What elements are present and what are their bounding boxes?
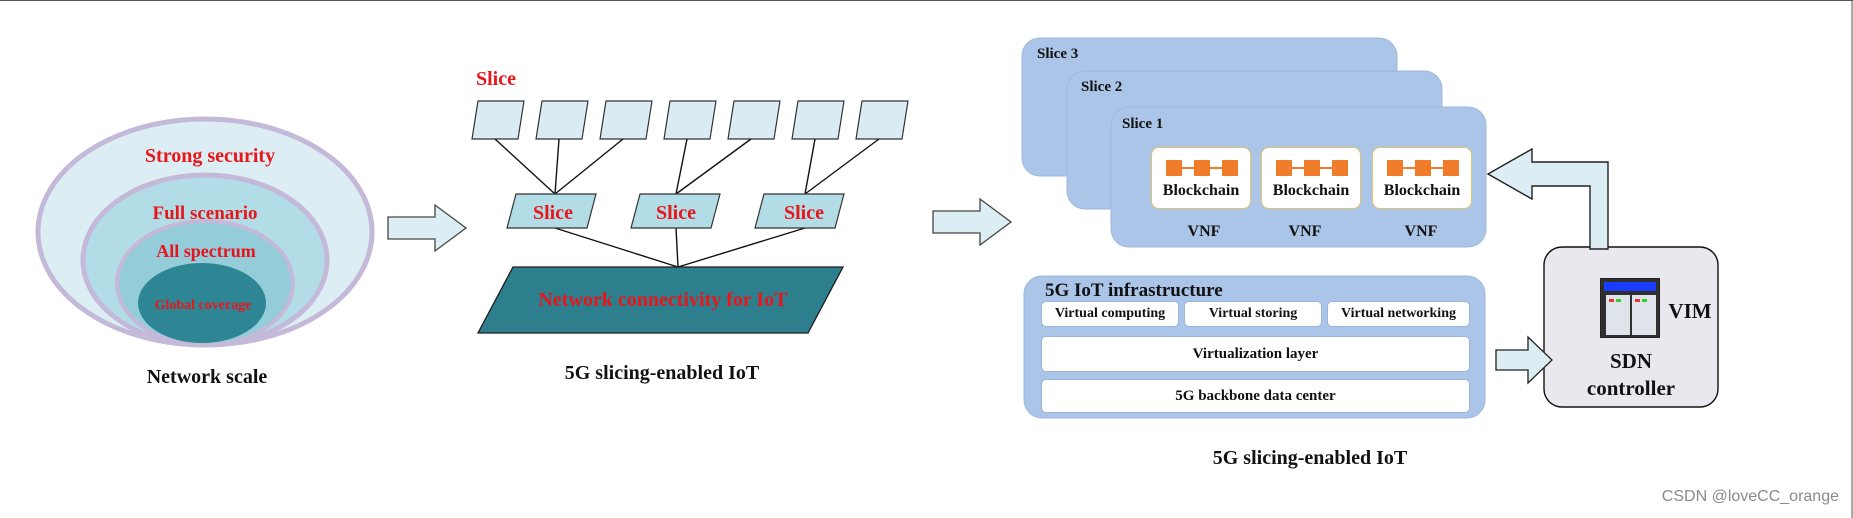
slice-1-title: Slice 1 <box>1122 116 1163 132</box>
vnf-label-2: VNF <box>1289 223 1322 240</box>
network-connectivity-plane <box>476 266 845 334</box>
caption-slicing-iot-1: 5G slicing-enabled IoT <box>565 362 760 384</box>
blockchain-label-1: Blockchain <box>1162 182 1240 199</box>
mid-slice-label-3: Slice <box>784 202 824 224</box>
blockchain-box-1: Blockchain <box>1151 147 1251 209</box>
backbone-data-center-box: 5G backbone data center <box>1041 379 1470 413</box>
watermark: CSDN @loveCC_orange <box>1661 488 1839 505</box>
arrow-right-1 <box>387 203 468 253</box>
blockchain-chain-icon <box>1387 160 1459 176</box>
mid-slice-label-2: Slice <box>656 202 696 224</box>
virtual-computing-box: Virtual computing <box>1041 301 1179 327</box>
caption-network-scale: Network scale <box>147 366 268 388</box>
top-slice-4 <box>663 100 717 140</box>
mid-slice-label-1: Slice <box>533 202 573 224</box>
ring-label-all-spectrum: All spectrum <box>156 241 255 261</box>
vnf-label-1: VNF <box>1188 223 1221 240</box>
top-slice-5 <box>727 100 781 140</box>
arrow-infra-to-sdn <box>1495 335 1553 385</box>
caption-slicing-iot-2: 5G slicing-enabled IoT <box>1213 447 1408 469</box>
virtual-networking-box: Virtual networking <box>1327 301 1470 327</box>
top-slice-row <box>471 100 909 140</box>
middle-slice-row: Slice Slice Slice <box>506 193 845 229</box>
blockchain-box-3: Blockchain <box>1372 147 1472 209</box>
blockchain-box-2: Blockchain <box>1261 147 1361 209</box>
network-connectivity-label: Network connectivity for IoT <box>538 289 788 311</box>
arrow-sdn-to-slice <box>1486 147 1609 250</box>
arrow-right-2 <box>932 197 1013 247</box>
server-icon <box>1600 278 1660 338</box>
sdn-label-line2: controller <box>1587 376 1675 400</box>
top-slice-3 <box>599 100 653 140</box>
ring-label-full-scenario: Full scenario <box>152 203 257 224</box>
infrastructure-title: 5G IoT infrastructure <box>1045 280 1223 301</box>
network-scale-rings: Strong security Full scenario All spectr… <box>35 116 375 348</box>
sdn-label-line1: SDN <box>1610 349 1652 373</box>
vim-label: VIM <box>1668 299 1711 323</box>
ring-label-strong-security: Strong security <box>145 145 275 167</box>
slice-3-title: Slice 3 <box>1037 46 1078 62</box>
top-slice-1 <box>471 100 525 140</box>
virtualization-layer-box: Virtualization layer <box>1041 336 1470 372</box>
mid-slice-2 <box>630 193 721 229</box>
mid-slice-3 <box>754 193 845 229</box>
ring-global-coverage <box>138 263 266 343</box>
vnf-label-3: VNF <box>1405 223 1438 240</box>
blockchain-label-2: Blockchain <box>1272 182 1350 199</box>
slice-connectors <box>494 138 880 268</box>
blockchain-label-3: Blockchain <box>1383 182 1461 199</box>
top-slice-6 <box>791 100 845 140</box>
mid-slice-1 <box>506 193 597 229</box>
ring-label-global-coverage: Global coverage <box>155 298 252 313</box>
virtual-storing-box: Virtual storing <box>1184 301 1322 327</box>
blockchain-chain-icon <box>1276 160 1348 176</box>
top-slice-7 <box>855 100 909 140</box>
top-slice-2 <box>535 100 589 140</box>
blockchain-chain-icon <box>1166 160 1238 176</box>
slice-2-title: Slice 2 <box>1081 79 1122 95</box>
slice-top-label: Slice <box>476 68 516 90</box>
